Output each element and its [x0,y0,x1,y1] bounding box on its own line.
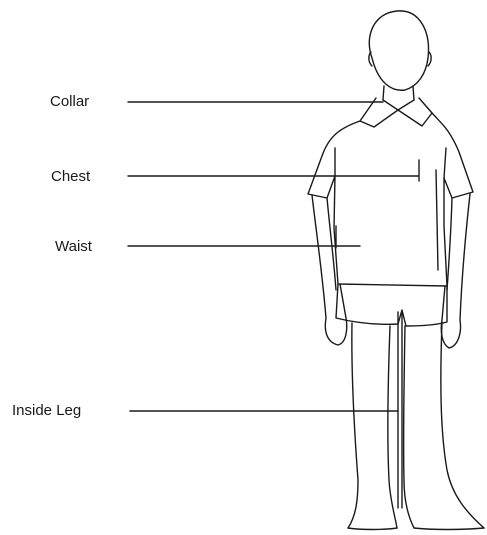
right-leg-outline [441,322,484,528]
left-leg-outline [348,323,358,528]
right-leg-inner [404,326,414,528]
waist-label: Waist [55,239,92,254]
chest-label: Chest [51,169,90,184]
inside-leg-label: Inside Leg [12,403,81,418]
right-foot-outline [414,528,484,530]
neck-outline [383,86,384,100]
collar-label: Collar [50,94,89,109]
collar-v [383,100,414,110]
right-arm-inner [447,198,452,290]
shorts-outline [336,284,447,326]
shirt-side-seam [436,170,438,270]
left-leg-inner [388,326,397,528]
head-outline [369,11,428,90]
left-foot-outline [348,528,397,530]
sleeve-seam [444,148,446,178]
neck-outline [413,86,414,100]
